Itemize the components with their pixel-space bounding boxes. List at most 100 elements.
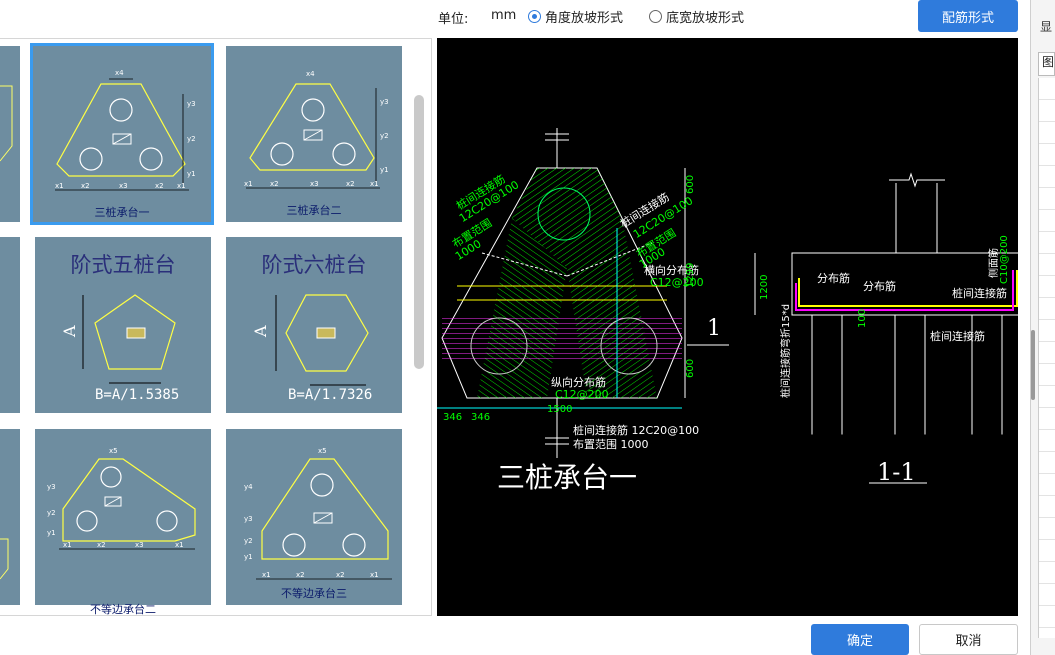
label-horizontal-dist-spec: C12@200	[650, 276, 704, 289]
unit-label: 单位:	[438, 12, 469, 27]
plan-title: 三桩承台一	[497, 461, 638, 494]
svg-text:A: A	[60, 325, 79, 338]
svg-text:y3: y3	[47, 483, 56, 491]
svg-text:y2: y2	[244, 537, 253, 545]
three-pile-cap-2-drawing: x4 y3 y2 y1 x1 x2 x3 x2 x1	[244, 70, 389, 189]
svg-text:y1: y1	[380, 166, 389, 174]
svg-text:x1: x1	[244, 180, 253, 188]
svg-text:y2: y2	[47, 509, 56, 517]
section-label-connect-2: 桩间连接筋	[930, 330, 985, 343]
section-mark: 1	[707, 316, 721, 341]
svg-text:x1: x1	[175, 541, 184, 549]
svg-text:y1: y1	[47, 529, 56, 537]
tile-stepped-six-pile[interactable]: 阶式六桩台 A B=A/1.7326	[226, 237, 402, 413]
tile-unequal-cap-3[interactable]: x5 y4 y3 y2 y1 x1 x2 x2 x1 不等边承台三	[226, 429, 402, 605]
tile-partial-2[interactable]	[0, 237, 20, 413]
tile-three-pile-cap-2[interactable]: x4 y3 y2 y1 x1 x2 x3 x2 x1 三桩承台二	[226, 46, 402, 222]
three-pile-cap-1-drawing: x4 y3 y2 y1 x1 x2 x3 x2 x1	[55, 69, 196, 191]
svg-text:x3: x3	[310, 180, 319, 188]
svg-text:x4: x4	[306, 70, 315, 78]
five-pile-drawing: A	[60, 294, 176, 384]
tile-3-formula: B=A/1.5385	[95, 387, 180, 403]
dim-600-bottom: 600	[685, 358, 696, 378]
svg-text:x2: x2	[296, 571, 305, 579]
section-label-side-spec: C10@200	[999, 235, 1010, 284]
svg-text:y3: y3	[380, 98, 389, 106]
section-label-bend: 桩间连接筋弯折15*d	[781, 303, 792, 398]
dim-346-left: 346	[443, 412, 463, 423]
radio-selected-icon	[528, 10, 541, 23]
svg-text:x2: x2	[270, 180, 279, 188]
svg-text:y3: y3	[187, 100, 196, 108]
unequal-cap-2-drawing: x5 y3 y2 y1 x1 x2 x3 x1	[47, 447, 196, 550]
unequal-cap-3-drawing: x5 y4 y3 y2 y1 x1 x2 x2 x1	[244, 447, 392, 580]
label-horizontal-dist: 横向分布筋	[644, 264, 699, 277]
tile-partial-1[interactable]	[0, 46, 20, 222]
rebar-form-button[interactable]: 配筋形式	[918, 0, 1018, 32]
tile-2-caption: 三桩承台二	[286, 204, 342, 217]
svg-text:x4: x4	[115, 69, 124, 77]
svg-text:x5: x5	[109, 447, 118, 455]
svg-text:x1: x1	[177, 182, 186, 190]
right-panel-grid	[1038, 78, 1055, 638]
gallery-scrollbar[interactable]	[414, 95, 424, 369]
section-label-connect-1: 桩间连接筋	[952, 287, 1007, 300]
unit-value: mm	[491, 8, 517, 23]
svg-text:x2: x2	[81, 182, 90, 190]
tile-unequal-cap-2[interactable]: x5 y3 y2 y1 x1 x2 x3 x1 不等边承台二	[35, 429, 211, 615]
dim-346-right: 346	[471, 412, 491, 423]
section-label-dist-2: 分布筋	[863, 280, 896, 293]
label-range-3: 布置范围 1000	[573, 438, 649, 451]
svg-text:y2: y2	[380, 132, 389, 140]
svg-text:x2: x2	[155, 182, 164, 190]
tile-3-title: 阶式五桩台	[70, 253, 176, 277]
svg-text:x1: x1	[63, 541, 72, 549]
dim-1500: 1500	[547, 404, 573, 415]
radio-width-label: 底宽放坡形式	[666, 11, 745, 26]
right-panel-tab[interactable]: 显	[1040, 20, 1053, 34]
right-panel-scrollbar[interactable]	[1031, 330, 1035, 400]
section-dim-1200: 1200	[759, 274, 770, 300]
svg-text:y1: y1	[187, 170, 196, 178]
svg-text:A: A	[251, 325, 270, 338]
template-gallery: x4 y3 y2 y1 x1 x2 x3 x2 x1 三桩承台一 x4 y3 y…	[0, 38, 432, 616]
svg-text:x2: x2	[336, 571, 345, 579]
section-dim-100: 100	[857, 308, 868, 328]
svg-text:y2: y2	[187, 135, 196, 143]
radio-width-slope[interactable]: 底宽放坡形式	[649, 7, 744, 26]
svg-text:y4: y4	[244, 483, 253, 491]
tile-partial-3[interactable]	[0, 429, 20, 605]
right-panel-tab-2[interactable]: 图	[1038, 52, 1055, 76]
label-vertical-dist: 纵向分布筋	[551, 376, 606, 389]
cancel-button[interactable]: 取消	[919, 624, 1018, 655]
tile-4-formula: B=A/1.7326	[288, 387, 373, 403]
tile-6-caption: 不等边承台三	[281, 587, 347, 600]
svg-text:y3: y3	[244, 515, 253, 523]
svg-text:x5: x5	[318, 447, 327, 455]
radio-angle-slope[interactable]: 角度放坡形式	[528, 7, 623, 26]
cad-preview-drawing	[437, 128, 1023, 484]
tile-1-caption: 三桩承台一	[94, 206, 150, 219]
svg-text:x1: x1	[370, 571, 379, 579]
tile-stepped-five-pile[interactable]: 阶式五桩台 A B=A/1.5385	[35, 237, 211, 413]
top-toolbar: 单位: mm 角度放坡形式 底宽放坡形式 配筋形式	[0, 0, 1030, 38]
label-vertical-dist-spec: C12@200	[555, 388, 609, 401]
section-label-side: 侧面筋	[989, 248, 1000, 278]
svg-text:x3: x3	[135, 541, 144, 549]
svg-text:x3: x3	[119, 182, 128, 190]
tile-5-caption: 不等边承台二	[90, 603, 156, 616]
svg-text:x1: x1	[55, 182, 64, 190]
tile-4-title: 阶式六桩台	[261, 253, 367, 277]
svg-text:x2: x2	[346, 180, 355, 188]
section-title: 1-1	[877, 458, 916, 486]
six-pile-drawing: A	[251, 294, 369, 386]
section-label-dist-1: 分布筋	[817, 272, 850, 285]
svg-text:y1: y1	[244, 553, 253, 561]
dim-1299: 1299	[685, 262, 696, 288]
dim-600-top: 600	[685, 174, 696, 194]
svg-text:x1: x1	[370, 180, 379, 188]
ok-button[interactable]: 确定	[811, 624, 909, 655]
cad-preview: 桩间连接筋 12C20@100 布置范围 1000 桩间连接筋 12C20@10…	[437, 38, 1023, 616]
radio-unselected-icon	[649, 10, 662, 23]
tile-three-pile-cap-1[interactable]: x4 y3 y2 y1 x1 x2 x3 x2 x1 三桩承台一	[30, 43, 214, 225]
